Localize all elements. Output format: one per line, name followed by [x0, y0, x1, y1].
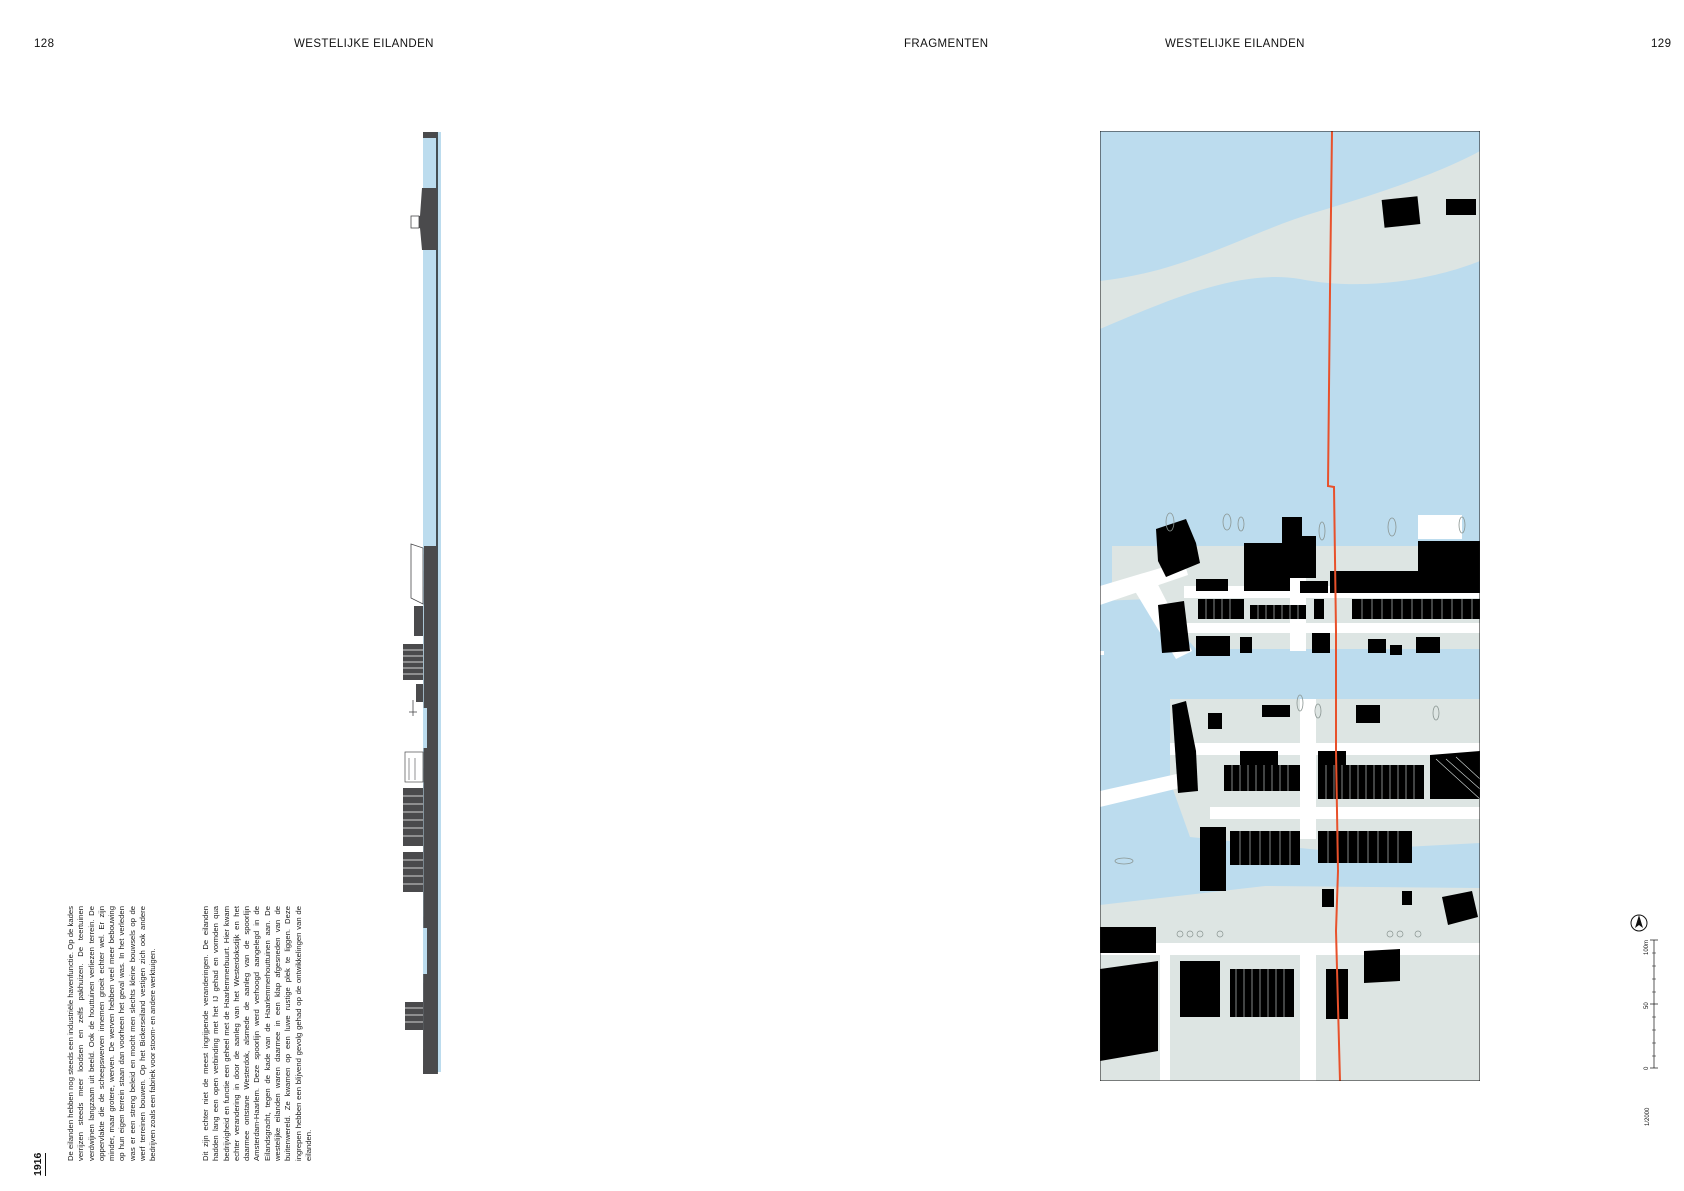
- scale-ratio: 1/2000: [1645, 1107, 1651, 1126]
- left-running-title: WESTELIJKE EILANDEN: [294, 38, 434, 50]
- scale-tick-0: 0: [1644, 1066, 1650, 1070]
- right-running-title: WESTELIJKE EILANDEN: [1165, 38, 1305, 50]
- right-page-number: 129: [1651, 38, 1672, 50]
- scale-bar: 100m 50 0: [1644, 939, 1658, 1070]
- scale-ratio-label: 1/2000: [1645, 1107, 1651, 1126]
- scale-tick-50: 50: [1644, 1002, 1650, 1009]
- section-elevation: [403, 132, 441, 1074]
- section-title: FRAGMENTEN: [904, 38, 989, 50]
- left-page-number: 128: [34, 38, 55, 50]
- scale-tick-100: 100m: [1644, 940, 1650, 955]
- year-label: 1916: [32, 1152, 46, 1176]
- north-arrow-icon: [1630, 914, 1648, 932]
- paragraph-2: Dit zijn echter niet de meest ingrijpend…: [201, 906, 313, 1161]
- site-plan-map: [1100, 131, 1480, 1081]
- paragraph-1: De eilanden hebben nog steeds een indust…: [66, 906, 158, 1161]
